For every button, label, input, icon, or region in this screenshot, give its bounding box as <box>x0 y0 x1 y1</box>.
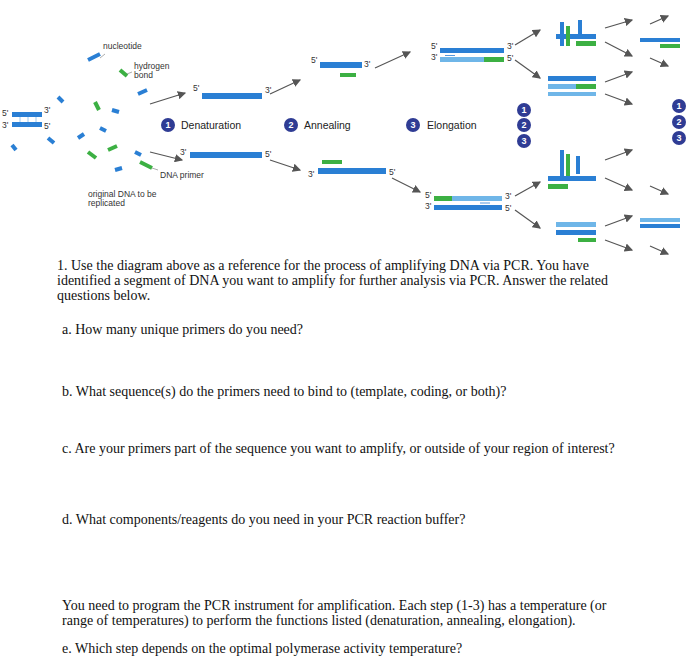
end-label: 3' <box>431 53 437 62</box>
question-text: e. Which step depends on the optimal pol… <box>62 641 642 656</box>
question-text: 1. Use the diagram above as a reference … <box>57 258 642 303</box>
part-label: nucleotide <box>103 42 142 51</box>
step-circles <box>161 99 686 148</box>
end-label: 5' <box>431 42 437 51</box>
question-text: d. What components/reagents do you need … <box>62 512 642 527</box>
question-text: You need to program the PCR instrument f… <box>62 598 637 628</box>
callout-number: 1 <box>517 103 531 117</box>
question-text: a. How many unique primers do you need? <box>62 322 642 337</box>
annealed-strands <box>318 62 386 174</box>
end-label: 5' <box>2 109 8 118</box>
question-text: b. What sequence(s) do the primers need … <box>62 384 642 399</box>
original-dna <box>12 112 42 127</box>
part-label: hydrogen bond <box>134 62 174 80</box>
end-label: 5' <box>425 191 431 200</box>
process-arrows <box>150 16 668 254</box>
callout-number: 2 <box>672 115 686 129</box>
end-label: 3' <box>265 86 271 95</box>
part-label: DNA primer <box>160 171 204 180</box>
step-label: Elongation <box>427 119 477 131</box>
step-label: Annealing <box>304 119 351 131</box>
callout-number: 3 <box>406 118 420 132</box>
end-label: 5' <box>507 54 513 63</box>
end-label: 3' <box>505 192 511 201</box>
callout-number: 2 <box>284 118 298 132</box>
end-label: 5' <box>44 122 50 131</box>
end-label: 5' <box>311 56 317 65</box>
end-label: 3' <box>425 202 431 211</box>
end-label: 5' <box>389 168 395 177</box>
callout-number: 3 <box>672 131 686 145</box>
callout-number: 1 <box>161 118 175 132</box>
free-nucleotides <box>12 54 152 170</box>
part-label: original DNA to be replicated <box>88 190 163 208</box>
far-copies <box>640 38 680 228</box>
end-label: 3' <box>507 42 513 51</box>
end-label: 5' <box>265 150 271 159</box>
callout-number: 1 <box>672 99 686 113</box>
end-label: 3' <box>180 148 186 157</box>
end-label: 5' <box>193 84 199 93</box>
end-label: 3' <box>44 106 50 115</box>
callout-number: 3 <box>517 134 531 148</box>
amplified-copies <box>548 20 596 242</box>
end-label: 5' <box>505 204 511 213</box>
question-text: c. Are your primers part of the sequence… <box>62 441 642 456</box>
end-label: 3' <box>364 60 370 69</box>
callout-number: 2 <box>517 118 531 132</box>
end-label: 3' <box>308 170 314 179</box>
step-label: Denaturation <box>181 119 241 131</box>
end-label: 3' <box>2 121 8 130</box>
